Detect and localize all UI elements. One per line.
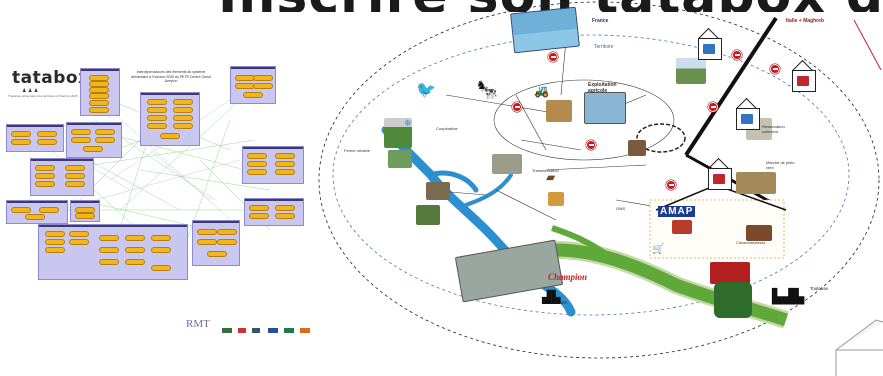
market-image bbox=[736, 172, 776, 194]
label-cooperative: Coopérative bbox=[436, 126, 458, 131]
stop-icon bbox=[770, 64, 780, 74]
category-box bbox=[230, 66, 276, 104]
village-small-image bbox=[492, 154, 522, 174]
category-box bbox=[242, 146, 304, 184]
tatabox-logo: tatabox bbox=[12, 68, 90, 88]
label-exploitation: Exploitation agricole bbox=[588, 82, 617, 94]
category-box bbox=[244, 198, 304, 226]
label-toulouse: Toulouse bbox=[810, 286, 829, 291]
house-icon bbox=[792, 70, 816, 92]
stop-icon bbox=[666, 180, 676, 190]
category-box bbox=[80, 68, 120, 116]
bird-icon: 🐦 bbox=[416, 82, 436, 99]
label-france: France bbox=[592, 18, 609, 24]
tractor-icon: 🚜 bbox=[534, 84, 549, 98]
label-amap: AMAP bbox=[658, 206, 696, 217]
partner-logo bbox=[238, 328, 246, 333]
apples-image bbox=[672, 220, 692, 234]
category-box bbox=[192, 220, 240, 266]
cheese-image bbox=[548, 192, 564, 206]
label-rodez: Rodez bbox=[554, 300, 568, 305]
stop-icon bbox=[548, 52, 558, 62]
factory-icon: ▰ bbox=[546, 170, 556, 184]
valley-image bbox=[384, 118, 412, 148]
territory-background bbox=[318, 1, 883, 376]
field-image bbox=[416, 205, 440, 225]
mountain-image bbox=[676, 58, 706, 84]
label-ferme: Ferme urbaine bbox=[344, 148, 371, 153]
cow-icon: 🐄 bbox=[480, 84, 498, 100]
stop-icon bbox=[708, 102, 718, 112]
city-skyline-icon: ▟▙ bbox=[542, 290, 561, 304]
territory-diagram: 🐦 🐄 ♞ 🚜 ❄ 🛒 ▙▟▙ ▟▙ ▰ France Territoire I… bbox=[316, 0, 883, 376]
category-box bbox=[70, 200, 100, 222]
label-gms: GMS bbox=[616, 206, 626, 211]
stop-icon bbox=[586, 140, 596, 150]
city-skyline-icon: ▙▟▙ bbox=[772, 288, 805, 304]
label-champion: Champion bbox=[548, 272, 588, 282]
figure-title: Interdépendances des éléments du système… bbox=[131, 70, 211, 83]
label-restauration: Restauration collective bbox=[762, 124, 785, 134]
waterfall-image bbox=[388, 150, 412, 168]
crop-field-image bbox=[546, 100, 572, 122]
partner-logo bbox=[300, 328, 310, 333]
stop-icon bbox=[732, 50, 742, 60]
tatabox-people-icon: ♟ ♟ ♟ bbox=[22, 88, 39, 94]
shopping-cart-icon: 🛒 bbox=[652, 244, 665, 255]
city-skyline-image bbox=[510, 6, 580, 54]
partner-logos: RMT bbox=[186, 316, 312, 336]
storefront-image bbox=[710, 262, 750, 284]
partner-logo bbox=[222, 328, 232, 333]
partner-logo bbox=[252, 328, 260, 333]
tractor-image bbox=[714, 282, 752, 318]
label-territoire: Territoire bbox=[594, 44, 614, 50]
partner-logo bbox=[284, 328, 294, 333]
page-heading: Inscrire son tatabox dans son territoire bbox=[218, 0, 883, 12]
house-icon bbox=[698, 38, 722, 60]
cows-image bbox=[426, 182, 450, 200]
label-consommateurs: Consommateurs bbox=[736, 240, 766, 245]
deer-icon: ♞ bbox=[476, 78, 487, 92]
network-figure: tatabox ♟ ♟ ♟ Transition alimentaire des… bbox=[0, 60, 312, 333]
category-box bbox=[6, 124, 64, 152]
produce-image bbox=[628, 140, 646, 156]
house-icon bbox=[708, 168, 732, 190]
house-icon bbox=[736, 108, 760, 130]
vegetables-image bbox=[746, 225, 772, 241]
category-box bbox=[66, 122, 122, 158]
stop-icon bbox=[512, 102, 522, 112]
label-transformation: Transformation bbox=[532, 168, 559, 173]
category-box bbox=[6, 200, 68, 224]
category-box bbox=[140, 92, 200, 146]
partner-logo bbox=[268, 328, 278, 333]
label-italie-maghreb: Italie + Maghreb bbox=[786, 18, 824, 24]
label-marche: Marché de plein vent bbox=[766, 160, 795, 170]
snowflake-icon: ❄ bbox=[404, 118, 412, 128]
farm-landscape-image bbox=[584, 92, 626, 124]
tatabox-tagline: Transition alimentaire des territoires à… bbox=[8, 94, 78, 98]
category-box bbox=[38, 224, 188, 280]
category-box bbox=[30, 158, 94, 196]
rmt-logo: RMT bbox=[186, 318, 210, 330]
